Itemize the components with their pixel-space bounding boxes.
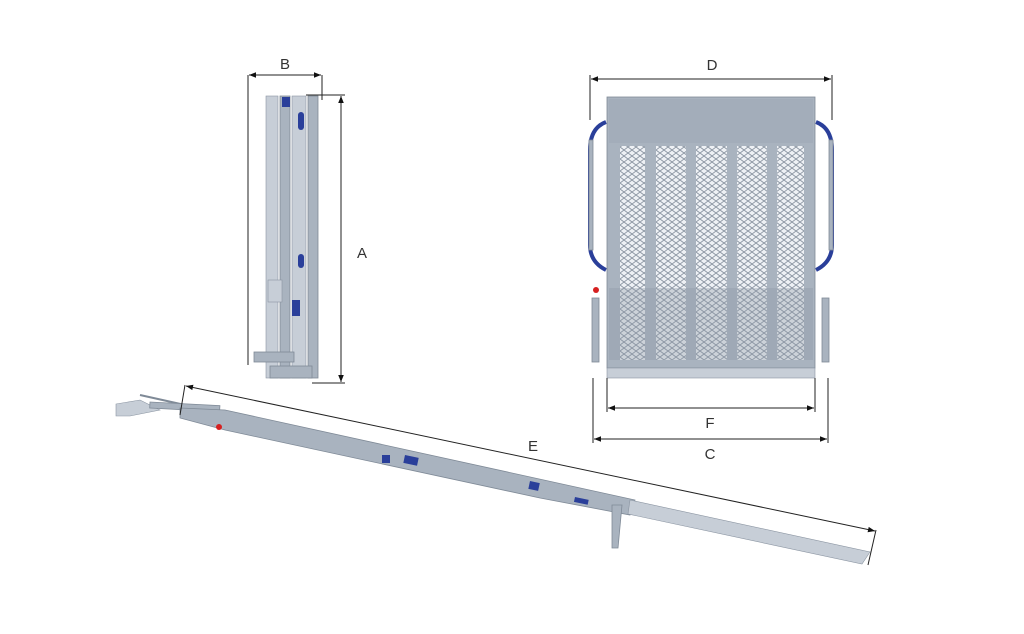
deployed-ramp-view: E (115, 384, 877, 566)
dimension-label-b: B (280, 56, 290, 73)
dimension-label-a: A (357, 245, 367, 262)
front-view: D F C (588, 57, 834, 463)
dimension-label-d: D (707, 57, 718, 74)
dimension-label-f: F (705, 415, 714, 432)
dimension-label-e: E (528, 438, 538, 455)
folded-side-view: B A (247, 56, 367, 384)
dimension-label-c: C (705, 446, 716, 463)
